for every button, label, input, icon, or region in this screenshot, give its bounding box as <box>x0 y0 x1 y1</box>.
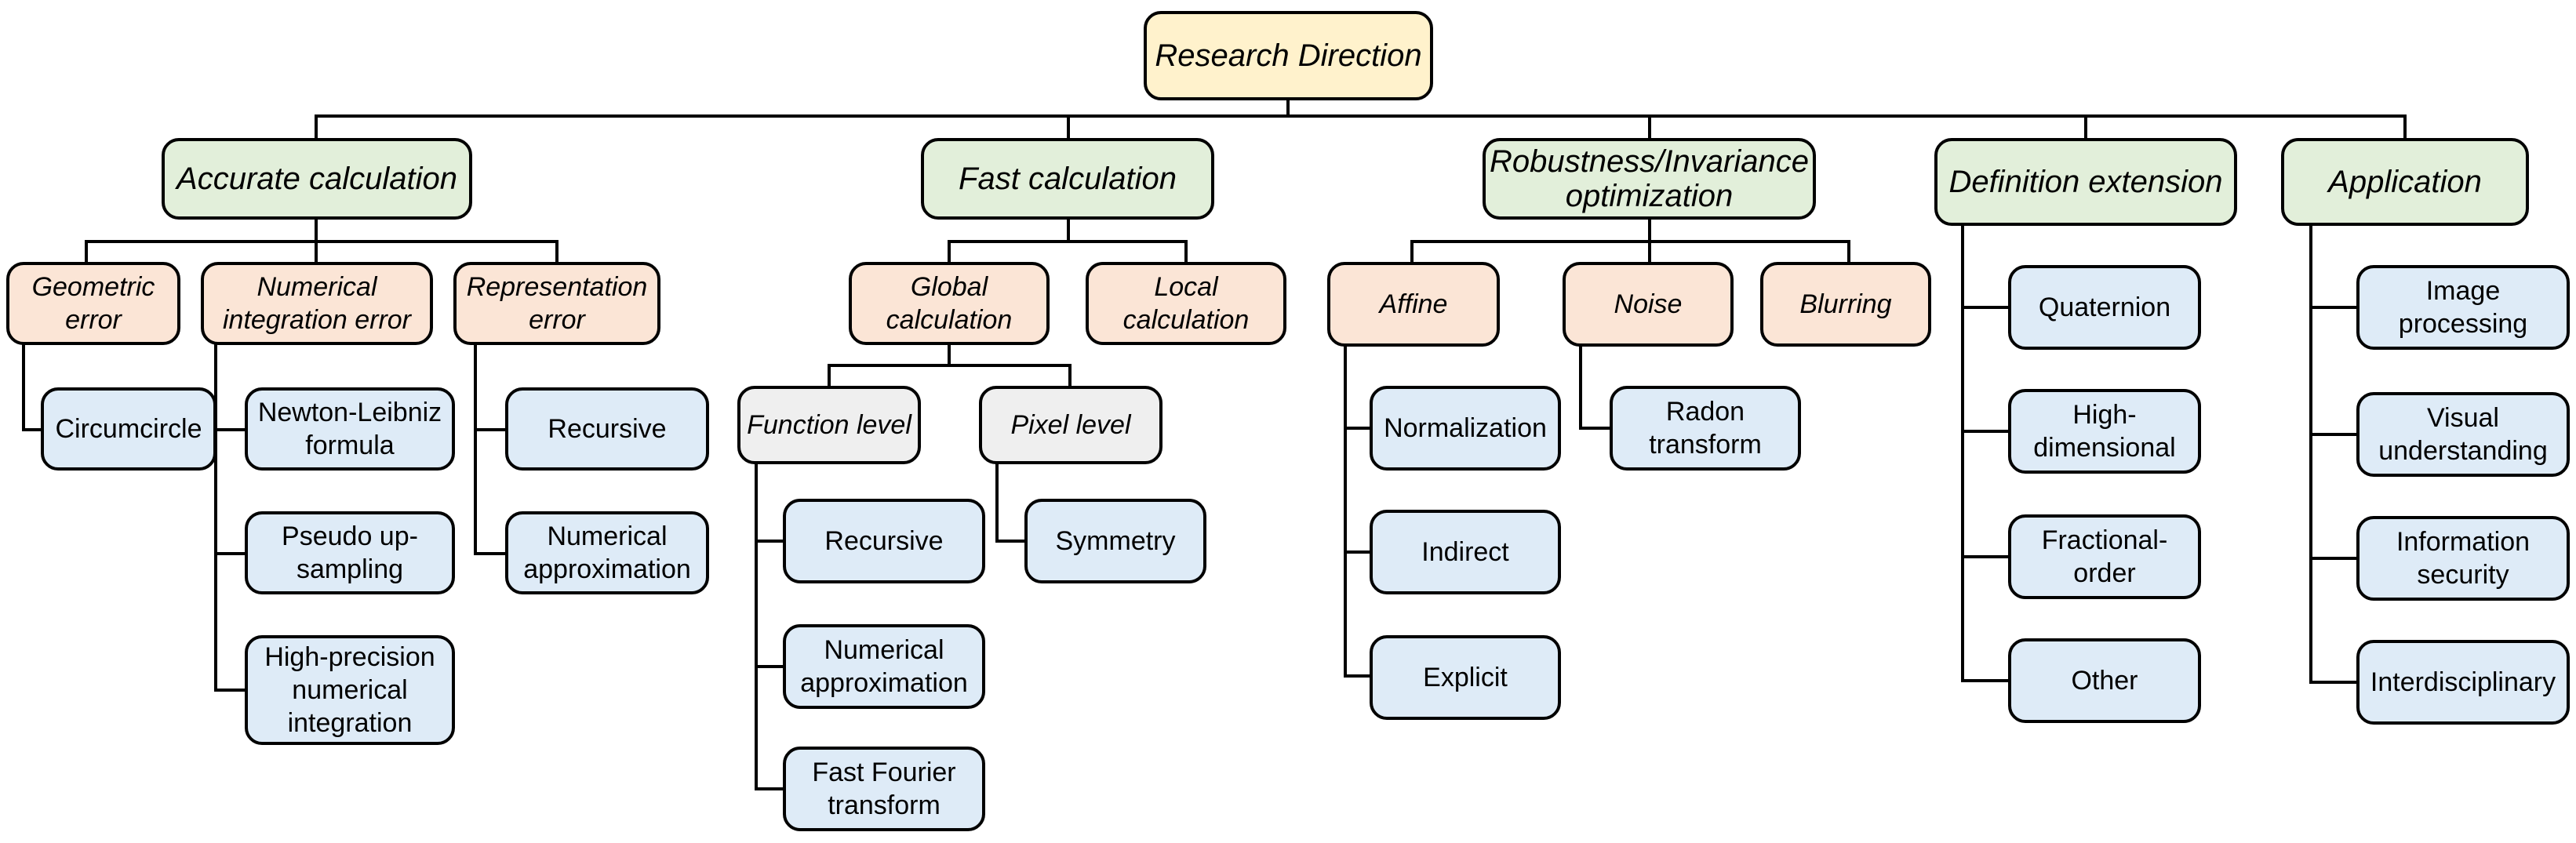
category-fast-calculation: Fast calculation <box>921 138 1214 220</box>
leaf-recursive-fast: Recursive <box>783 499 985 583</box>
node-local-calculation: Local calculation <box>1086 262 1286 345</box>
category-accurate-calculation: Accurate calculation <box>162 138 472 220</box>
node-affine: Affine <box>1327 262 1500 347</box>
leaf-high-dimensional: High- dimensional <box>2008 389 2201 474</box>
leaf-high-precision-numerical-integration: High-precision numerical integration <box>245 635 455 745</box>
root-node: Research Direction <box>1144 11 1433 100</box>
node-blurring: Blurring <box>1760 262 1931 347</box>
leaf-numerical-approximation-fast: Numerical approximation <box>783 624 985 709</box>
connector-pixel-level <box>995 463 1026 543</box>
leaf-explicit: Explicit <box>1370 635 1561 720</box>
node-geometric-error: Geometric error <box>6 262 180 345</box>
leaf-normalization: Normalization <box>1370 386 1561 471</box>
category-robustness-invariance: Robustness/Invariance optimization <box>1483 138 1816 220</box>
category-definition-extension: Definition extension <box>1934 138 2237 226</box>
leaf-information-security: Information security <box>2356 516 2570 601</box>
connector-application <box>2309 224 2358 684</box>
node-representation-error: Representation error <box>453 262 660 345</box>
leaf-radon-transform: Radon transform <box>1610 386 1801 471</box>
node-numerical-integration-error: Numerical integration error <box>201 262 433 345</box>
connector-representation <box>474 343 507 555</box>
leaf-visual-understanding: Visual understanding <box>2356 392 2570 477</box>
leaf-interdisciplinary: Interdisciplinary <box>2356 640 2570 725</box>
leaf-other: Other <box>2008 638 2201 723</box>
node-pixel-level: Pixel level <box>979 386 1162 464</box>
leaf-newton-leibniz-formula: Newton-Leibniz formula <box>245 387 455 471</box>
connector-numerical <box>214 343 246 692</box>
node-noise: Noise <box>1563 262 1734 347</box>
connector-fast <box>948 218 1188 263</box>
node-function-level: Function level <box>737 386 921 464</box>
leaf-recursive-accurate: Recursive <box>505 387 709 471</box>
category-application: Application <box>2281 138 2529 226</box>
connector-geometric <box>22 343 42 431</box>
connector-noise <box>1579 345 1611 430</box>
leaf-indirect: Indirect <box>1370 510 1561 594</box>
connector-robust <box>1410 218 1850 263</box>
leaf-pseudo-up-sampling: Pseudo up- sampling <box>245 511 455 594</box>
connector-accurate <box>85 218 558 263</box>
leaf-fractional-order: Fractional- order <box>2008 514 2201 599</box>
leaf-circumcircle: Circumcircle <box>41 387 216 471</box>
connector-global <box>828 343 1072 387</box>
leaf-fast-fourier-transform: Fast Fourier transform <box>783 747 985 831</box>
connector-root <box>315 99 2407 140</box>
leaf-image-processing: Image processing <box>2356 265 2570 350</box>
connector-function-level <box>755 463 784 790</box>
leaf-symmetry: Symmetry <box>1024 499 1206 583</box>
connector-affine <box>1344 345 1371 678</box>
leaf-numerical-approximation-accurate: Numerical approximation <box>505 511 709 594</box>
connector-definition <box>1961 224 2010 682</box>
node-global-calculation: Global calculation <box>849 262 1050 345</box>
leaf-quaternion: Quaternion <box>2008 265 2201 350</box>
